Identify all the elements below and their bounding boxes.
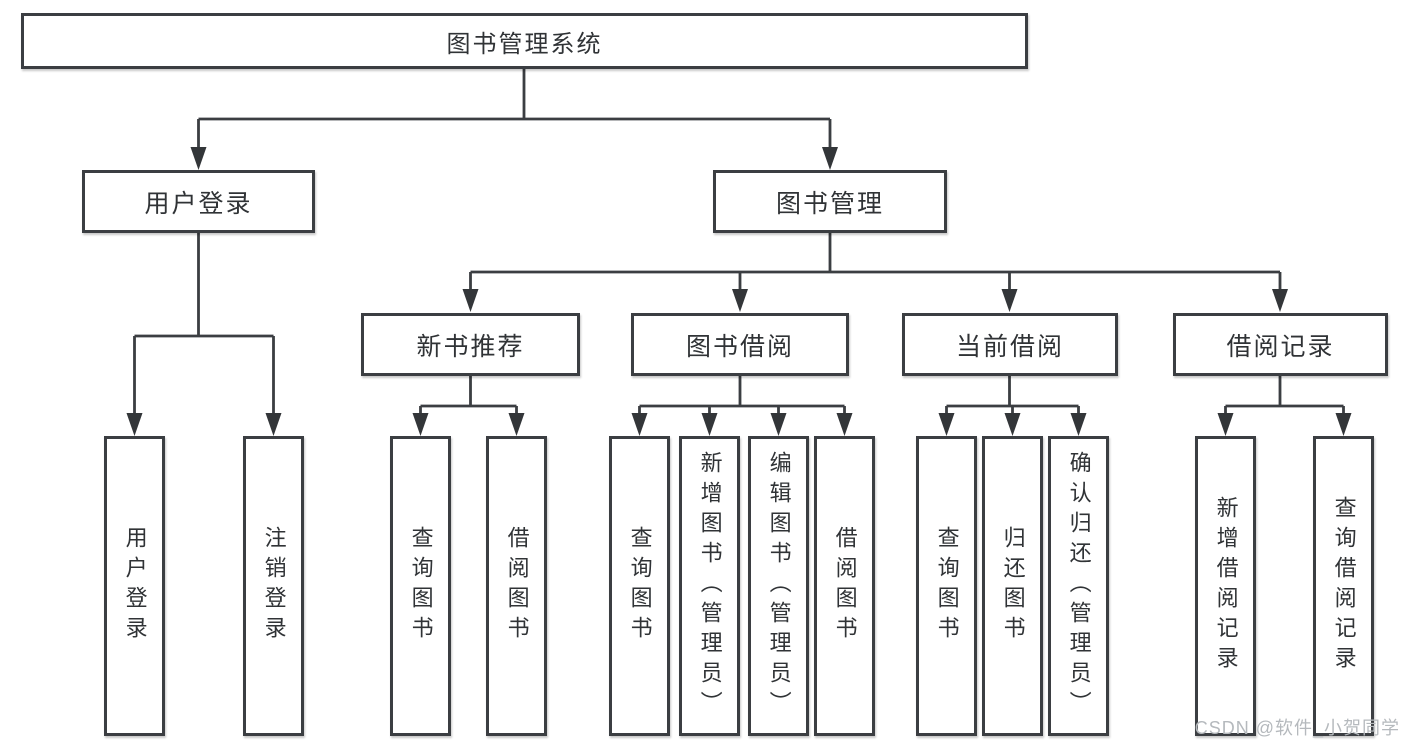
leaf-query-borrow-record: 查询借阅记录 (1313, 436, 1374, 736)
connector-book-borrowing-to-children (631, 376, 853, 436)
leaf-user-login: 用户登录 (104, 436, 165, 736)
connector-user-login-to-children (126, 233, 282, 436)
leaf-borrow-books-recommend: 借阅图书 (486, 436, 547, 736)
connector-borrowing-records-to-children (1217, 376, 1352, 436)
node-book-borrowing: 图书借阅 (631, 313, 849, 376)
leaf-add-borrow-record: 新增借阅记录 (1195, 436, 1256, 736)
node-label: 新书推荐 (416, 332, 525, 361)
node-label: 当前借阅 (955, 332, 1064, 361)
csdn-watermark: CSDN @软件_小贺同学 (1194, 718, 1400, 738)
node-library-management-system: 图书管理系统 (21, 13, 1028, 69)
leaf-add-books-admin: 新增图书（管理员） (679, 436, 740, 736)
leaf-query-books-recommend: 查询图书 (390, 436, 451, 736)
leaf-logout: 注销登录 (243, 436, 304, 736)
node-label: 借阅记录 (1226, 332, 1335, 361)
node-label: 查询图书 (627, 526, 653, 646)
node-borrowing-records: 借阅记录 (1173, 313, 1388, 376)
leaf-return-books: 归还图书 (982, 436, 1043, 736)
leaf-query-books-current: 查询图书 (916, 436, 977, 736)
node-label: 图书管理系统 (446, 30, 603, 58)
leaf-query-books-borrowing: 查询图书 (609, 436, 670, 736)
node-label: 图书借阅 (685, 332, 794, 361)
connector-current-borrowing-to-children (938, 376, 1087, 436)
node-label: 确认归还（管理员） (1066, 451, 1092, 721)
node-label: 新增借阅记录 (1213, 496, 1239, 676)
node-label: 新增图书（管理员） (697, 451, 723, 721)
connector-root-to-level2 (190, 69, 838, 170)
node-user-login: 用户登录 (82, 170, 315, 233)
leaf-confirm-return-admin: 确认归还（管理员） (1048, 436, 1109, 736)
node-label: 归还图书 (1000, 526, 1026, 646)
leaf-borrow-books-borrowing: 借阅图书 (814, 436, 875, 736)
node-label: 用户登录 (122, 526, 148, 646)
node-label: 查询图书 (408, 526, 434, 646)
node-label: 用户登录 (144, 189, 253, 218)
node-label: 查询图书 (934, 526, 960, 646)
node-label: 注销登录 (261, 526, 287, 646)
node-label: 借阅图书 (832, 526, 858, 646)
node-new-book-recommendation: 新书推荐 (361, 313, 580, 376)
node-label: 图书管理 (775, 189, 884, 218)
connector-new-book-to-children (412, 376, 525, 436)
leaf-edit-books-admin: 编辑图书（管理员） (748, 436, 809, 736)
node-label: 借阅图书 (504, 526, 530, 646)
node-label: 编辑图书（管理员） (766, 451, 792, 721)
node-current-borrowing: 当前借阅 (902, 313, 1118, 376)
node-label: 查询借阅记录 (1331, 496, 1357, 676)
node-book-management: 图书管理 (713, 170, 947, 233)
connector-book-management-to-level3 (462, 233, 1288, 312)
